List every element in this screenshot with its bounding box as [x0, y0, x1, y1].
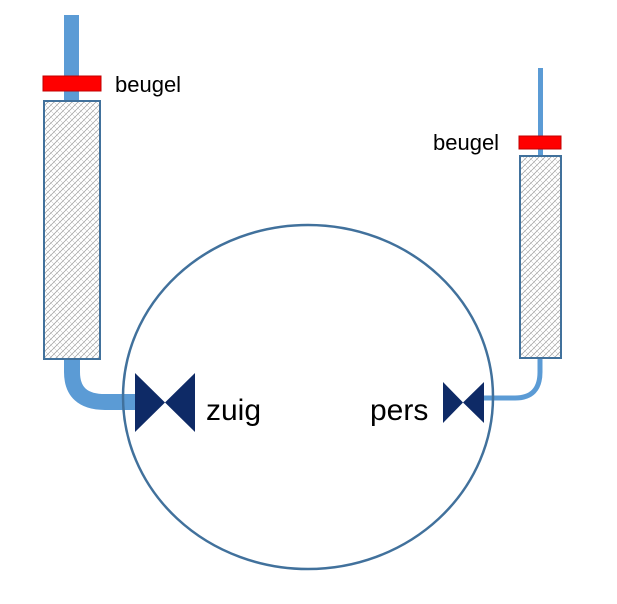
- bowtie-valve-icon: [443, 382, 484, 423]
- right-tube-top: [538, 68, 543, 158]
- left-valve-wing-left: [135, 373, 165, 432]
- left-cylinder: [43, 100, 101, 360]
- right-clamp: [518, 135, 562, 150]
- right-valve-wing-left: [443, 382, 463, 423]
- pump-chamber-circle: [121, 223, 495, 571]
- left-valve-wing-right: [165, 373, 195, 432]
- right-tube: [483, 68, 543, 401]
- right-clamp-label: beugel: [433, 130, 500, 155]
- pressure-label: pers: [370, 394, 429, 427]
- right-valve-wing-right: [463, 382, 484, 423]
- left-tube-bend: [64, 352, 140, 410]
- right-tube-bend: [483, 355, 543, 401]
- bowtie-valve-icon: [135, 373, 195, 432]
- right-cylinder: [519, 155, 562, 359]
- suction-label: zuig: [206, 394, 262, 427]
- left-clamp: [42, 75, 102, 92]
- left-clamp-label: beugel: [115, 72, 182, 97]
